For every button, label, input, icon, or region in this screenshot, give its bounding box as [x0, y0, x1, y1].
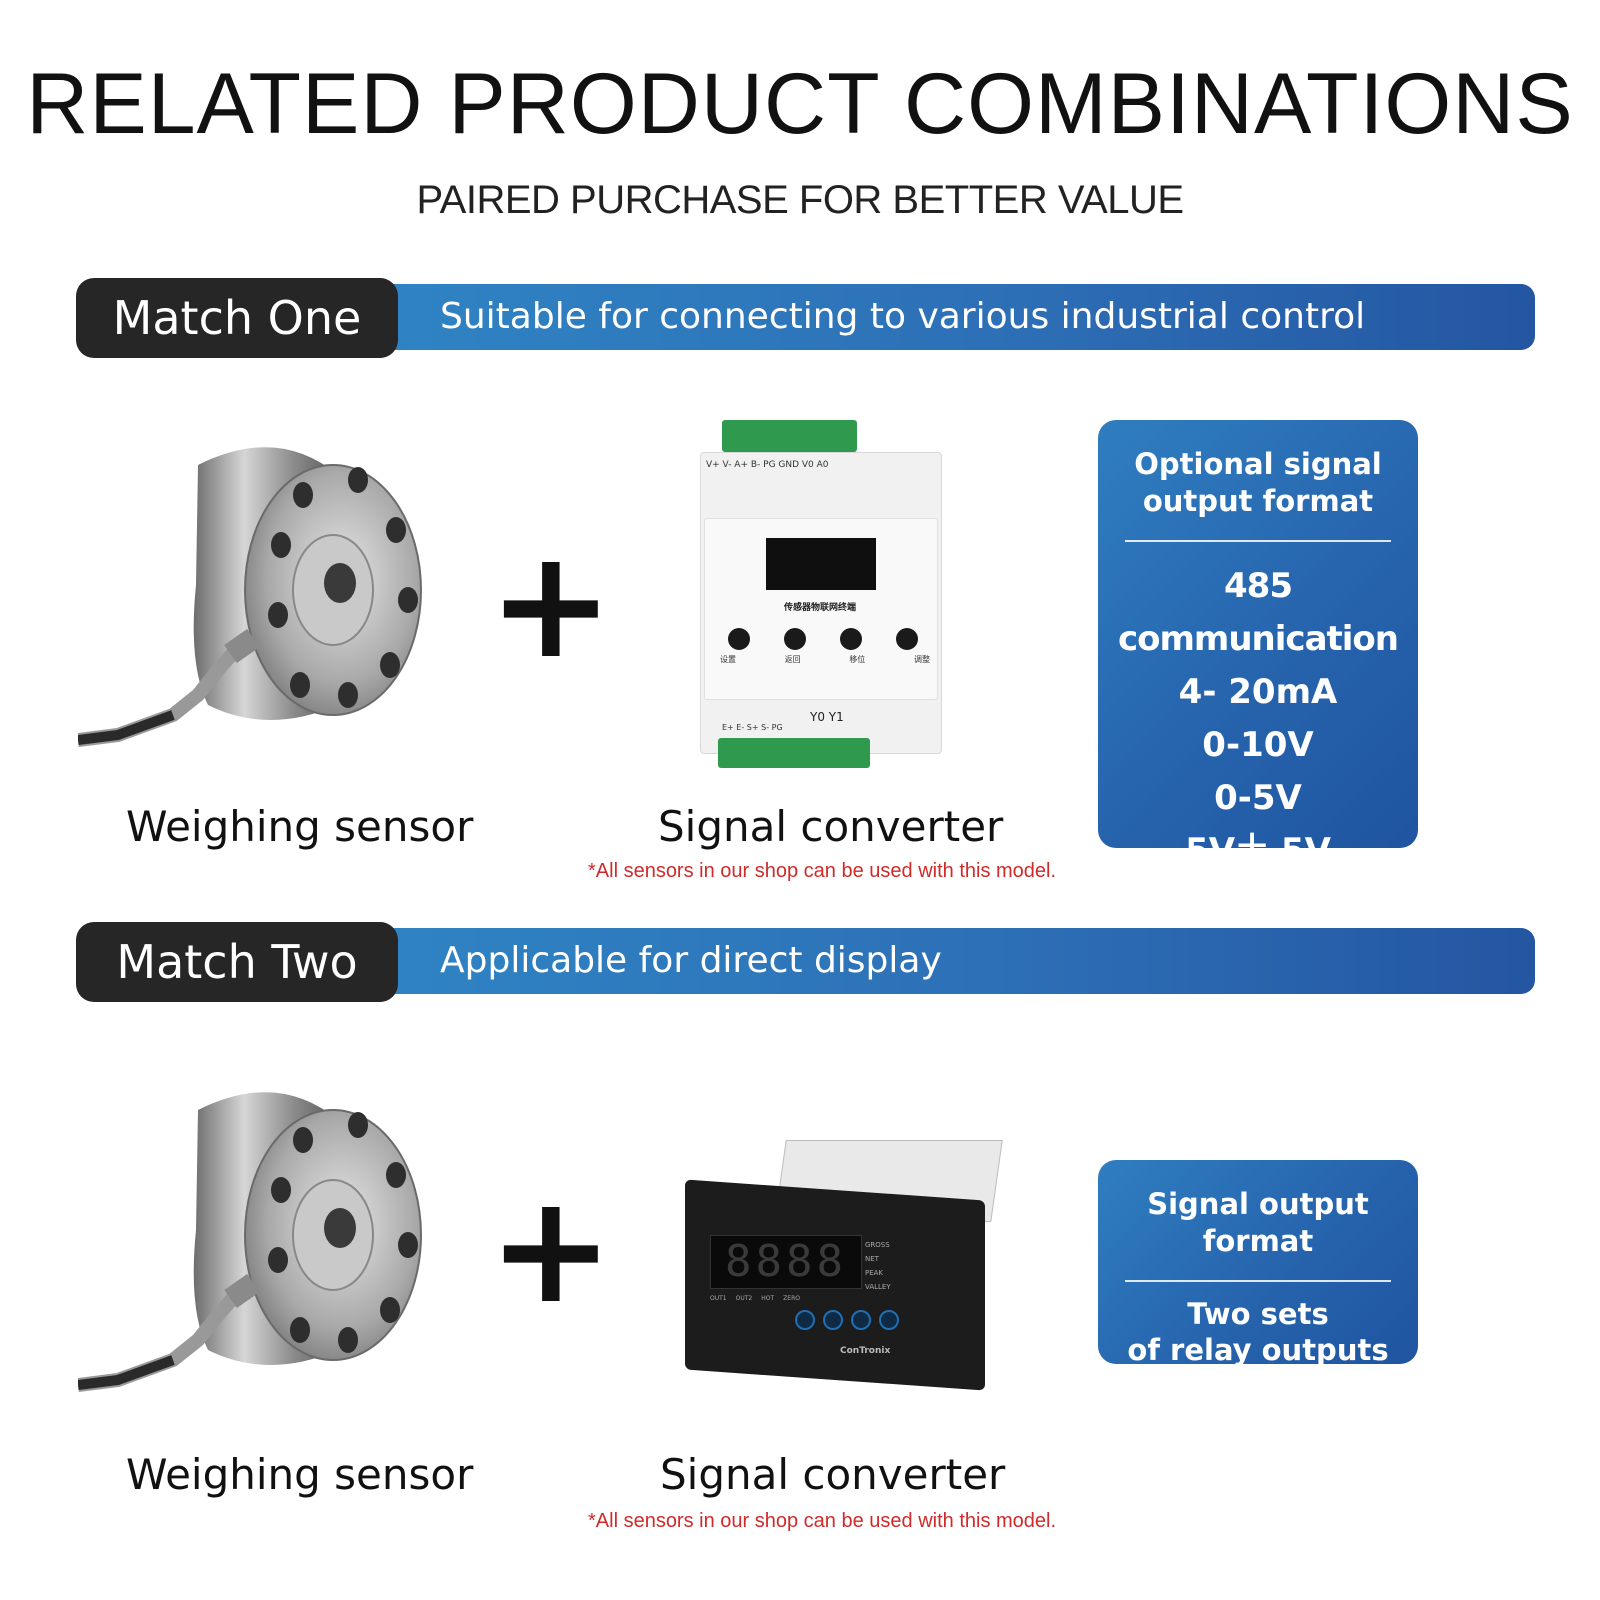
- match-one-tag: Match One: [76, 278, 398, 358]
- status-label: HOT: [761, 1295, 775, 1302]
- status-label: OUT1: [710, 1295, 727, 1302]
- display-brand: ConTronix: [840, 1346, 891, 1356]
- page-subtitle: PAIRED PURCHASE FOR BETTER VALUE: [416, 178, 1184, 222]
- bottom-terminal-block: [718, 738, 870, 768]
- indicator-label: PEAK: [865, 1269, 884, 1277]
- indicator-label: NET: [865, 1255, 879, 1263]
- indicator-label: VALLEY: [865, 1283, 891, 1291]
- led-display: 8888: [710, 1235, 862, 1289]
- device-button-label: 设置: [720, 655, 736, 664]
- output-option: 4- 20mA: [1178, 672, 1338, 712]
- compatibility-note-2: *All sensors in our shop can be used wit…: [588, 1510, 1057, 1532]
- signal-converter-image-2: 8888 GROSS NET PEAK VALLEY OUT1 OUT2 HOT…: [685, 1140, 1005, 1391]
- top-terminal-block: [722, 420, 857, 452]
- output-format-title-line1: Optional signal: [1134, 447, 1382, 481]
- status-label: OUT2: [735, 1295, 753, 1302]
- display-status-labels: OUT1 OUT2 HOT ZERO: [710, 1295, 800, 1302]
- display-key: [823, 1310, 843, 1330]
- display-keys: [795, 1310, 899, 1330]
- signal-converter-label-1: Signal converter: [658, 802, 1004, 851]
- signal-converter-label-2: Signal converter: [660, 1450, 1006, 1499]
- output-option: 0-5V: [1214, 778, 1302, 818]
- output-option: 0-10V: [1202, 725, 1314, 765]
- plus-icon: +: [488, 518, 614, 692]
- relay-text-line2: of relay outputs: [1127, 1333, 1389, 1367]
- device-button-labels: 设置 返回 移位 调整: [720, 654, 930, 665]
- device-screen: [766, 538, 876, 590]
- device-button-knob: [728, 628, 750, 650]
- match-one-banner: Suitable for connecting to various indus…: [375, 284, 1535, 350]
- match-two-banner: Applicable for direct display: [375, 928, 1535, 994]
- device-button-label: 移位: [849, 655, 866, 664]
- output-format-box-1: Optional signal output format 485 commun…: [1098, 420, 1418, 871]
- divider: [1125, 1280, 1391, 1282]
- signal-converter-image-1: V+ V- A+ B- PG GND V0 A0 传感器物联网终端 设置 返回 …: [700, 420, 945, 770]
- display-key: [851, 1310, 871, 1330]
- weighing-sensor-label-2: Weighing sensor: [126, 1450, 474, 1499]
- device-button-knob: [784, 628, 806, 650]
- relay-text-line1: Two sets: [1187, 1297, 1329, 1331]
- indicator-label: GROSS: [865, 1241, 890, 1249]
- device-name: 传感器物联网终端: [783, 603, 856, 613]
- relay-labels: Y0 Y1: [810, 710, 844, 724]
- device-button-knob: [896, 628, 918, 650]
- bottom-terminal-labels: E+ E- S+ S- PG: [722, 723, 783, 732]
- weighing-sensor-label-1: Weighing sensor: [126, 802, 474, 851]
- device-button-label: 调整: [913, 655, 930, 664]
- device-button-label: 返回: [784, 655, 801, 664]
- divider: [1125, 540, 1391, 542]
- page-title: RELATED PRODUCT COMBINATIONS: [26, 56, 1574, 152]
- match-two-tag: Match Two: [76, 922, 398, 1002]
- output-option: 485 communication: [1117, 566, 1399, 659]
- match-two-description: Applicable for direct display: [440, 940, 942, 981]
- device-buttons: [728, 628, 918, 650]
- top-terminal-labels: V+ V- A+ B- PG GND V0 A0: [706, 460, 829, 470]
- status-label: ZERO: [783, 1295, 800, 1302]
- display-key: [795, 1310, 815, 1330]
- output-format-title: Signal output format: [1147, 1187, 1369, 1258]
- weighing-sensor-image-2: [78, 1092, 422, 1392]
- display-indicators: GROSS NET PEAK VALLEY: [865, 1238, 891, 1294]
- output-option: 5V土 5V: [1185, 831, 1331, 871]
- output-format-box-2: Signal output format Two sets of relay o…: [1098, 1160, 1418, 1367]
- match-one-description: Suitable for connecting to various indus…: [440, 296, 1366, 337]
- display-key: [879, 1310, 899, 1330]
- weighing-sensor-image-1: [78, 447, 422, 747]
- compatibility-note-1: *All sensors in our shop can be used wit…: [588, 860, 1057, 882]
- output-format-title-line2: output format: [1142, 484, 1374, 518]
- plus-icon: +: [488, 1163, 614, 1337]
- device-button-knob: [840, 628, 862, 650]
